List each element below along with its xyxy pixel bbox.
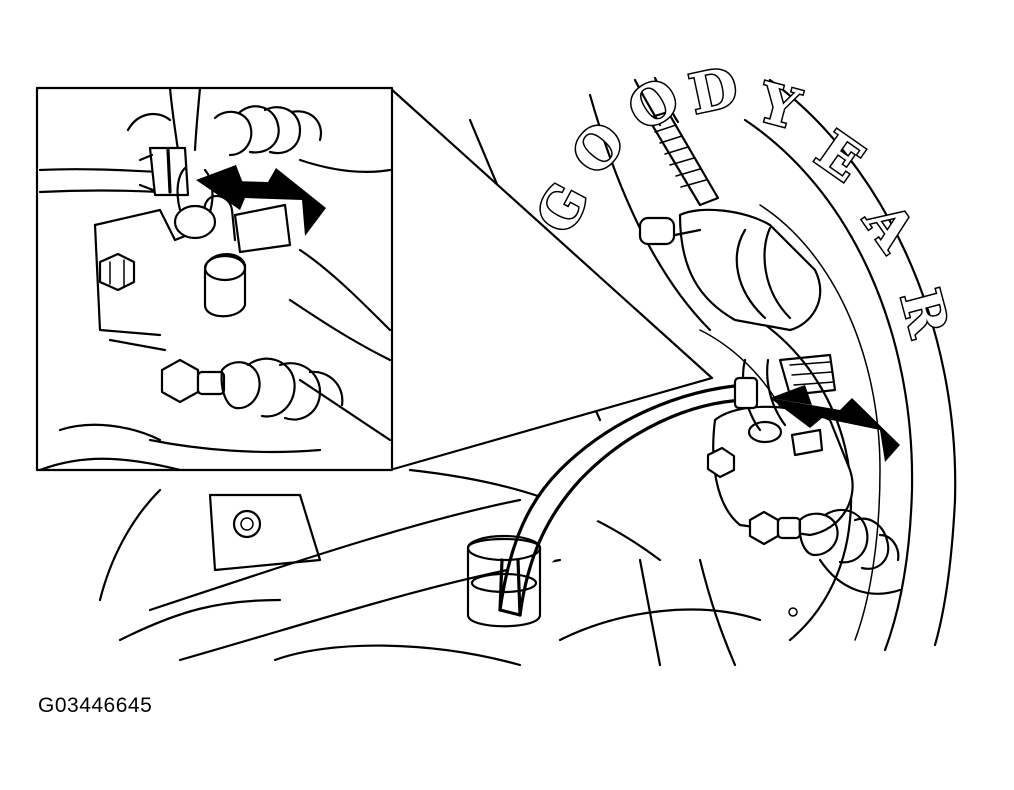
figure-id-label: G03446645 — [38, 694, 153, 717]
detail-inset — [35, 86, 394, 472]
svg-text:Y: Y — [751, 70, 807, 142]
svg-text:O: O — [559, 109, 638, 187]
svg-text:A: A — [851, 190, 929, 263]
svg-text:R: R — [888, 283, 962, 344]
svg-text:D: D — [684, 54, 743, 126]
main-arrow-icon — [770, 398, 900, 462]
detail-arrow-icon — [196, 168, 326, 236]
